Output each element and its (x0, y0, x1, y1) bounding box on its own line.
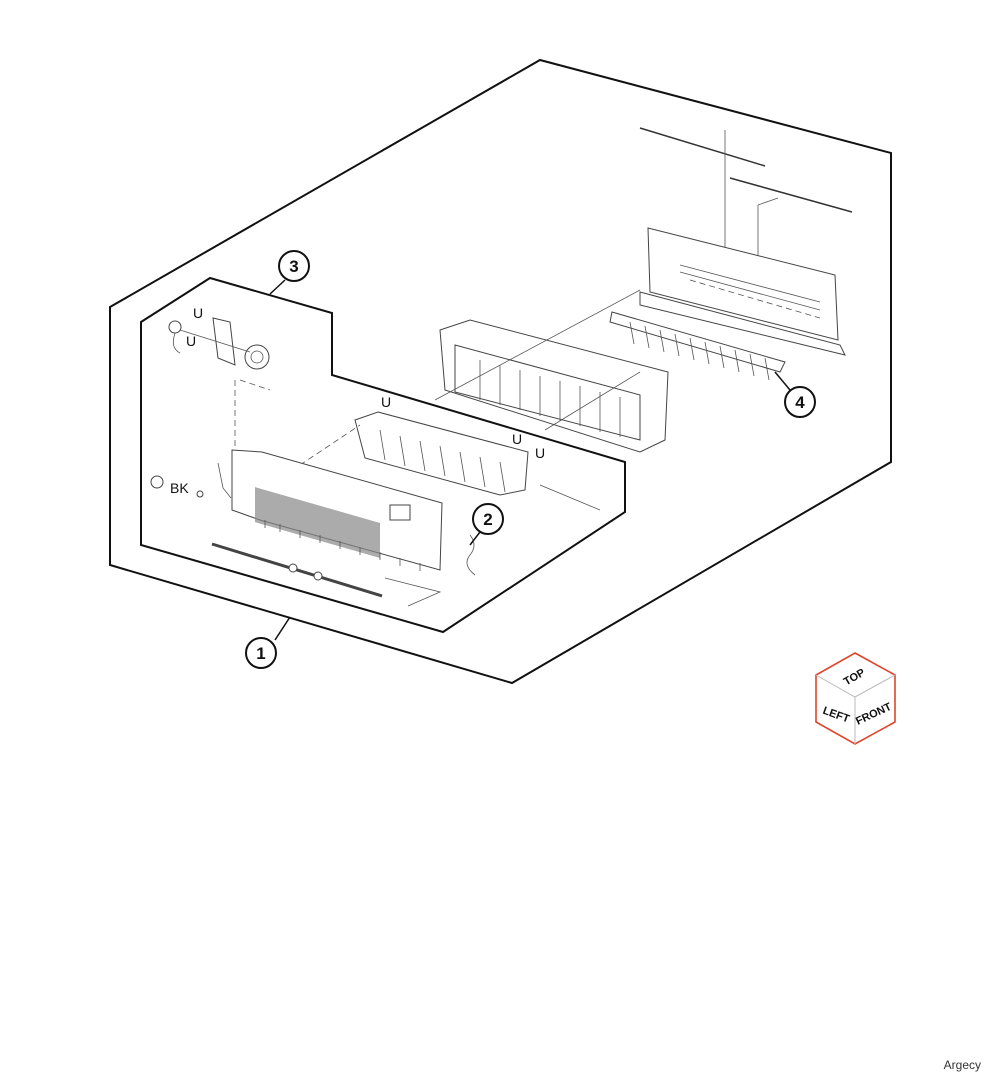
callout-4-number: 4 (795, 393, 805, 412)
orientation-cube: TOP LEFT FRONT (815, 652, 896, 745)
callout-1-number: 1 (256, 644, 265, 663)
label-u-3: U (381, 394, 391, 410)
assembly-boundary-1 (109, 58, 892, 685)
front-cover-panel (150, 449, 443, 571)
label-bk: BK (170, 480, 189, 496)
assembly-boundary-3 (140, 276, 626, 634)
upper-guide-rails (639, 127, 853, 270)
callout-3: 3 (269, 250, 310, 295)
upper-left-gear-bracket (168, 317, 271, 455)
callout-2: 2 (469, 503, 504, 546)
lower-roller-shaft (211, 542, 442, 607)
label-u-2: U (186, 333, 196, 349)
label-u-4: U (512, 431, 522, 447)
callout-1: 1 (245, 616, 291, 669)
rear-exit-frame (639, 227, 846, 356)
label-u-1: U (193, 305, 203, 321)
brand-label: Argecy (943, 1058, 981, 1072)
callout-4: 4 (774, 371, 816, 418)
callout-2-number: 2 (483, 510, 492, 529)
exit-guide-comb (609, 311, 786, 381)
label-u-5: U (535, 445, 545, 461)
center-exit-assembly (434, 289, 669, 453)
callout-3-number: 3 (289, 257, 298, 276)
inner-exit-guide (299, 411, 529, 496)
